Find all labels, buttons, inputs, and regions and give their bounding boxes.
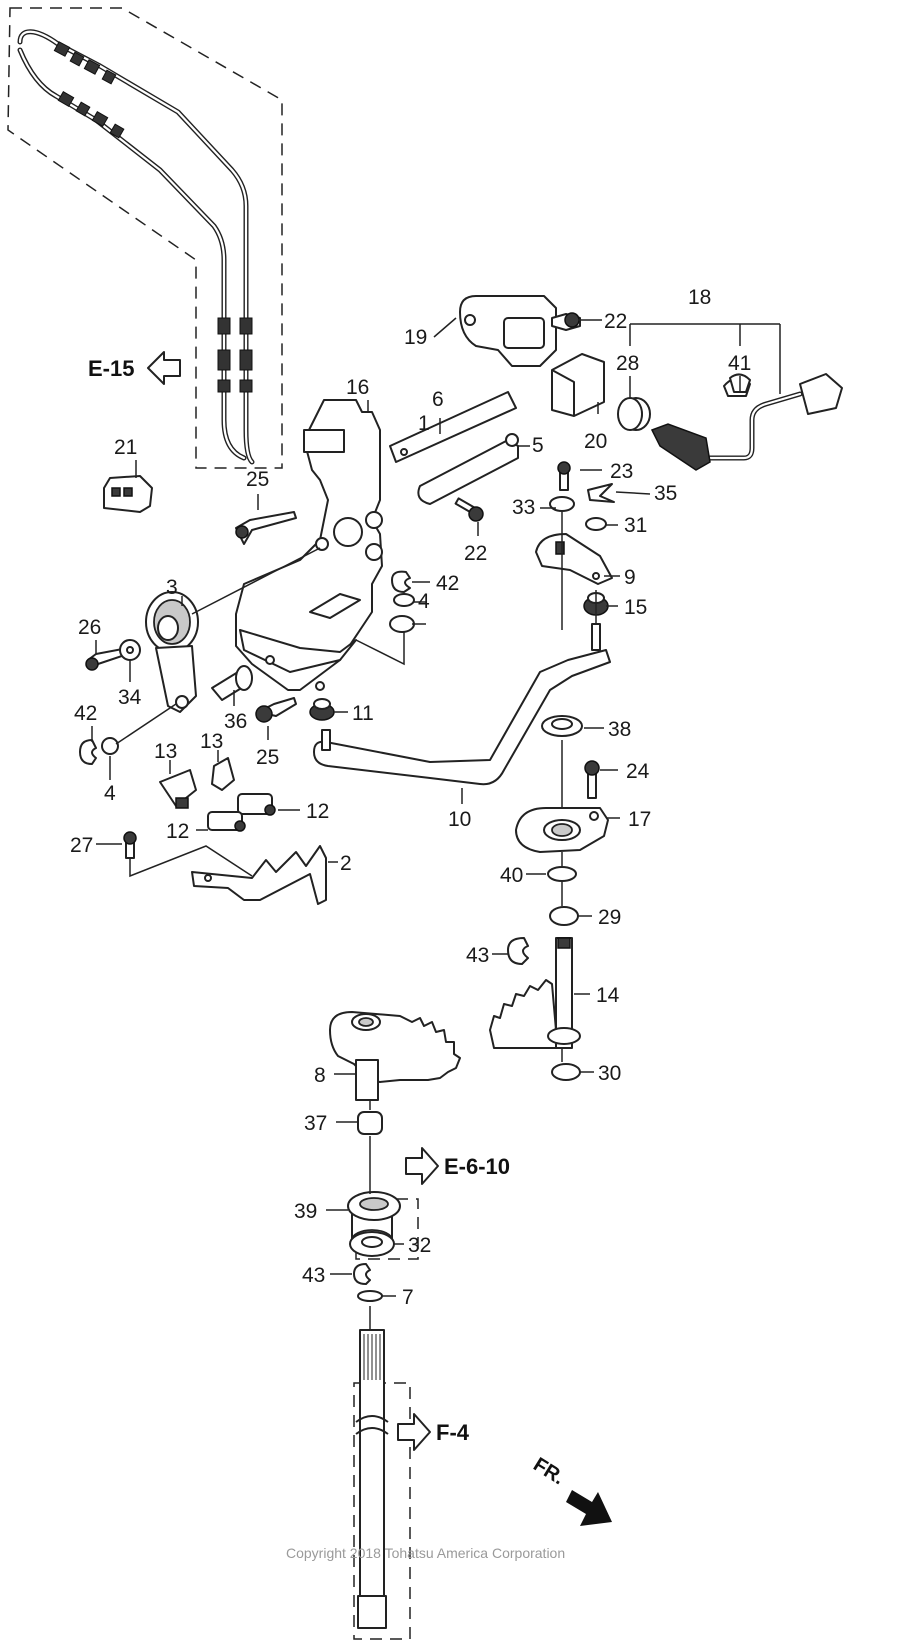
callout-12a: 12: [306, 800, 329, 823]
throttle-cables: [17, 29, 255, 465]
callout-23: 23: [610, 460, 633, 483]
ref-e15-label: E-15: [88, 356, 134, 381]
arrow-right-icon: [405, 1147, 439, 1185]
callout-2: 2: [340, 852, 352, 875]
callout-41: 41: [728, 352, 751, 375]
throttle-lever-10-part: [313, 623, 611, 786]
callout-32: 32: [408, 1234, 431, 1257]
connector-21-part: [103, 475, 153, 513]
callout-11: 11: [352, 702, 374, 725]
callout-35: 35: [654, 482, 677, 505]
callout-31: 31: [624, 514, 647, 537]
callout-30: 30: [598, 1062, 621, 1085]
callout-27: 27: [70, 834, 93, 857]
callout-13b: 13: [200, 730, 223, 753]
pulley-part: [145, 591, 199, 713]
central-shaft-assembly: [329, 715, 609, 1629]
callout-26: 26: [78, 616, 101, 639]
callout-21: 21: [114, 436, 137, 459]
callout-29: 29: [598, 906, 621, 929]
ref-f4[interactable]: F-4: [397, 1413, 470, 1451]
front-direction-indicator: FR.: [529, 1454, 612, 1526]
callout-10: 10: [448, 808, 471, 831]
callout-43b: 43: [302, 1264, 325, 1287]
arrow-left-icon: [147, 351, 181, 385]
callout-16: 16: [346, 376, 369, 399]
callout-33: 33: [512, 496, 535, 519]
plate-6-part: [389, 391, 517, 463]
cable-group-outline: [7, 7, 283, 469]
fasteners: [79, 312, 751, 859]
link-rod-5-part: [417, 433, 519, 505]
fr-label: FR.: [529, 1454, 568, 1490]
callout-5: 5: [532, 434, 544, 457]
arrow-down-right-icon: [566, 1490, 612, 1526]
cover-part: [551, 353, 605, 417]
callout-15: 15: [624, 596, 647, 619]
callout-43a: 43: [466, 944, 489, 967]
callout-37: 37: [304, 1112, 327, 1135]
callout-20: 20: [584, 430, 607, 453]
callout-6: 6: [432, 388, 444, 411]
callout-34: 34: [118, 686, 142, 709]
callout-18: 18: [688, 286, 711, 309]
callout-25b: 25: [256, 746, 279, 769]
ref-e610[interactable]: E-6-10: [405, 1147, 510, 1185]
callout-24: 24: [626, 760, 650, 783]
callout-9: 9: [624, 566, 636, 589]
callout-3: 3: [166, 576, 178, 599]
callout-14: 14: [596, 984, 620, 1007]
callout-4a: 4: [418, 590, 430, 613]
top-bracket-part: [459, 295, 557, 367]
link-2-part: [191, 845, 327, 905]
callout-13a: 13: [154, 740, 177, 763]
callout-42b: 42: [74, 702, 97, 725]
control-bracket-part: [235, 399, 383, 691]
callout-39: 39: [294, 1200, 317, 1223]
callout-8: 8: [314, 1064, 326, 1087]
callout-numbers: 1 2 3 4 4 5 6 7 8 9 10 11 12 12 13 13 14…: [70, 286, 751, 1309]
callout-22a: 22: [604, 310, 627, 333]
callout-1: 1: [418, 412, 430, 435]
callout-17: 17: [628, 808, 651, 831]
callout-4b: 4: [104, 782, 116, 805]
callout-22b: 22: [464, 542, 487, 565]
arrow-right-icon: [397, 1413, 431, 1451]
callout-12b: 12: [166, 820, 189, 843]
callout-36: 36: [224, 710, 247, 733]
clips-part: [159, 757, 276, 832]
ref-f4-label: F-4: [436, 1420, 470, 1445]
ref-e610-label: E-6-10: [444, 1154, 510, 1179]
leader-lines: [91, 317, 781, 1330]
lever-9-part: [535, 533, 613, 585]
callout-38: 38: [608, 718, 631, 741]
callout-19: 19: [404, 326, 427, 349]
ref-e15[interactable]: E-15: [88, 351, 181, 385]
callout-40: 40: [500, 864, 523, 887]
callout-7: 7: [402, 1286, 414, 1309]
callout-28: 28: [616, 352, 639, 375]
copyright-text: Copyright 2018 Tohatsu America Corporati…: [286, 1545, 565, 1561]
callout-25a: 25: [246, 468, 269, 491]
callout-42a: 42: [436, 572, 459, 595]
